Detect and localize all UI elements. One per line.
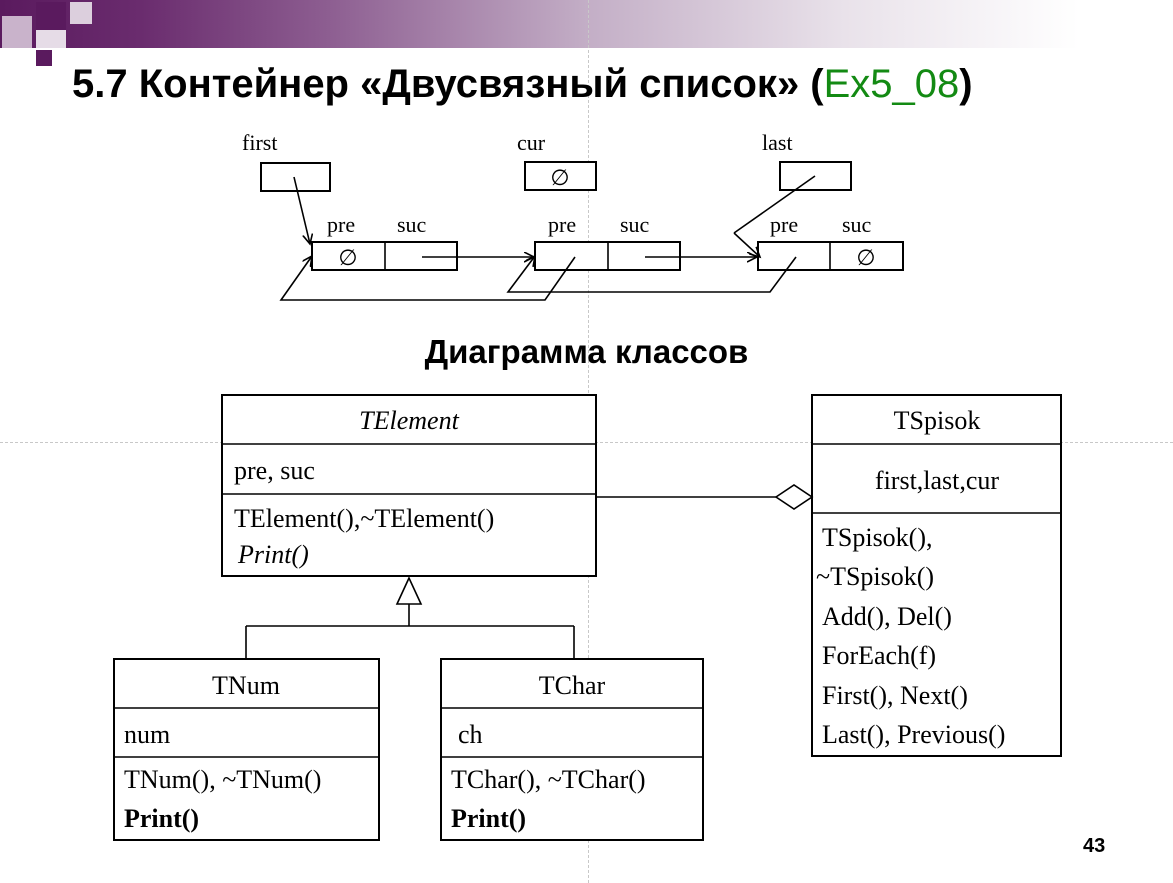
- class-tchar: TChar ch TChar(), ~TChar() Print(): [440, 658, 704, 841]
- class-tnum-method-1: TNum(), ~TNum(): [124, 765, 321, 794]
- page-number: 43: [1083, 835, 1106, 857]
- class-tspisok-method-5: First(), Next(): [822, 681, 968, 710]
- pointer-cur-label: cur: [517, 130, 546, 155]
- class-diagram-heading: Диаграмма классов: [424, 333, 749, 370]
- class-tchar-box: [440, 658, 704, 841]
- pointer-first-label: first: [242, 130, 277, 155]
- decor-square-2: [2, 16, 32, 48]
- decor-square-3: [36, 30, 66, 48]
- node3-suc-label: suc: [842, 212, 872, 237]
- class-tnum-name: TNum: [212, 671, 280, 700]
- class-telement-method-1: TElement(),~TElement(): [234, 504, 494, 533]
- decor-square-5: [70, 2, 92, 24]
- class-tnum-box: [113, 658, 380, 841]
- aggregation-diamond: [774, 484, 814, 510]
- aggregation-link: [596, 484, 814, 510]
- node3-suc-null: ∅: [856, 245, 875, 270]
- class-telement-box: [221, 394, 597, 577]
- class-tnum: TNum num TNum(), ~TNum() Print(): [113, 658, 380, 841]
- class-tspisok-method-6: Last(), Previous(): [822, 720, 1005, 749]
- class-telement: TElement pre, suc TElement(),~TElement()…: [221, 394, 597, 577]
- decor-square-4: [36, 50, 52, 66]
- title-close: ): [959, 62, 973, 106]
- class-tchar-name: TChar: [539, 671, 606, 700]
- node1-pre-label: pre: [327, 212, 355, 237]
- node1-pre-null: ∅: [338, 245, 357, 270]
- inheritance-link: [245, 576, 575, 659]
- inheritance-triangle: [395, 576, 423, 605]
- class-telement-method-2: Print(): [237, 540, 309, 569]
- class-tnum-method-2: Print(): [124, 804, 199, 833]
- class-tchar-method-1: TChar(), ~TChar(): [451, 765, 646, 794]
- class-tnum-attributes: num: [124, 720, 170, 749]
- class-tspisok-box: [811, 394, 1062, 757]
- node2-suc-label: suc: [620, 212, 650, 237]
- pointer-first-box: [260, 162, 331, 192]
- linked-list-diagram: first cur ∅ last pre suc ∅ pre suc pre s…: [242, 130, 904, 301]
- class-tspisok-attributes: first,last,cur: [875, 466, 1000, 495]
- class-tspisok-method-4: ForEach(f): [822, 641, 936, 670]
- node3-pre-label: pre: [770, 212, 798, 237]
- class-tchar-method-2: Print(): [451, 804, 526, 833]
- class-tspisok-name: TSpisok: [894, 406, 981, 435]
- class-tspisok-method-2: ~TSpisok(): [816, 562, 934, 591]
- node2-pre-label: pre: [548, 212, 576, 237]
- pointer-cur-box: [524, 161, 597, 191]
- pointer-last-box: [779, 161, 852, 191]
- class-tspisok: TSpisok first,last,cur TSpisok(), ~TSpis…: [811, 394, 1062, 757]
- slide-title: 5.7 Контейнер «Двусвязный список» (Ex5_0…: [72, 62, 973, 107]
- decor-square-1: [36, 2, 66, 30]
- title-banner: [0, 0, 1173, 48]
- title-example: Ex5_08: [823, 62, 960, 106]
- class-tspisok-method-1: TSpisok(),: [822, 523, 933, 552]
- class-telement-name: TElement: [359, 406, 459, 435]
- class-tspisok-method-3: Add(), Del(): [822, 602, 952, 631]
- title-main: 5.7 Контейнер «Двусвязный список» (: [72, 62, 824, 106]
- pointer-cur-null: ∅: [550, 165, 569, 190]
- pointer-last-label: last: [762, 130, 793, 155]
- node1-suc-label: suc: [397, 212, 427, 237]
- class-telement-attributes: pre, suc: [234, 456, 315, 485]
- class-tchar-attributes: ch: [458, 720, 483, 749]
